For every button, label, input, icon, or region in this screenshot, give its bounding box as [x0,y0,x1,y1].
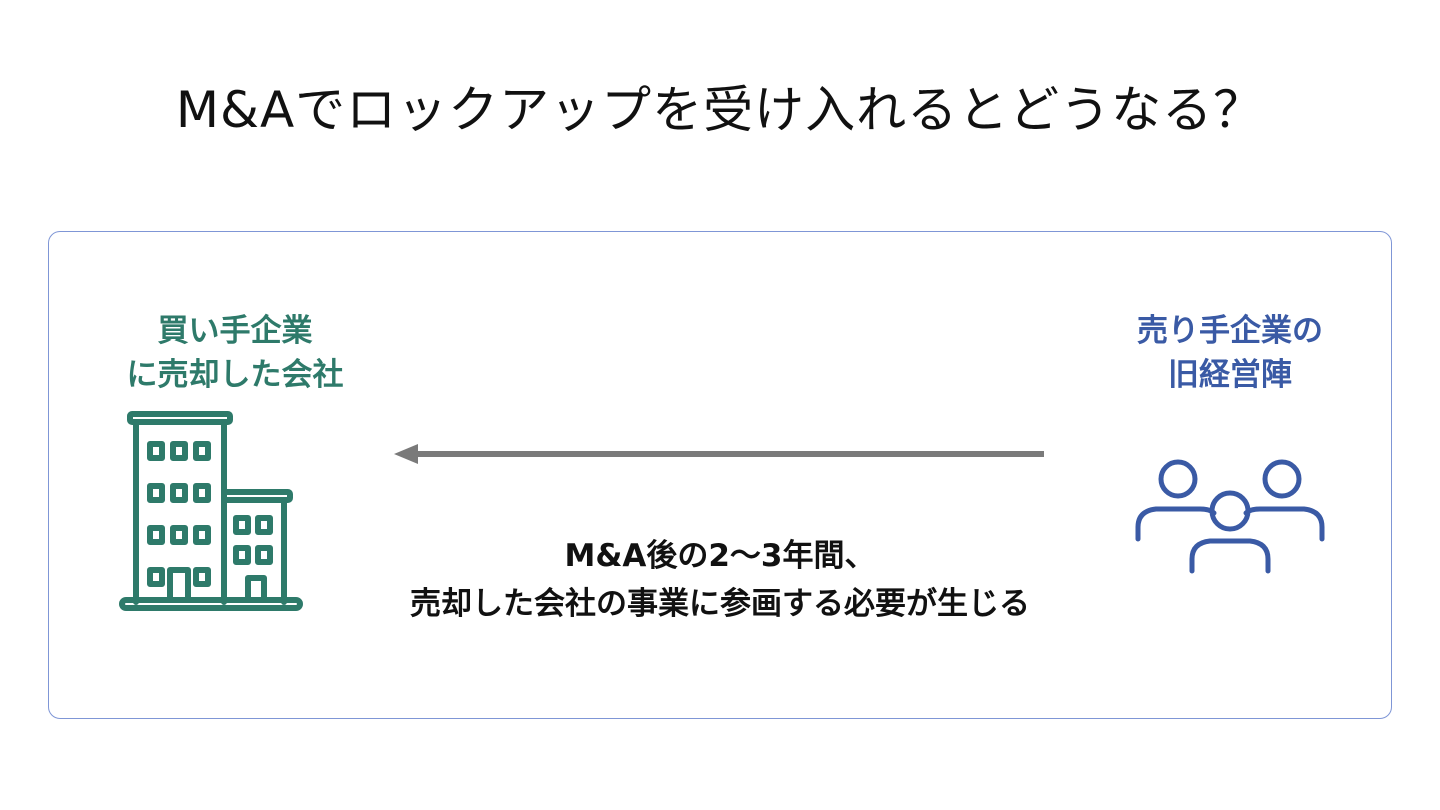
caption-line1: M&A後の2〜3年間、 [564,538,876,574]
seller-label-line1: 売り手企業の [1137,313,1323,349]
people-icon [1135,459,1325,574]
diagram-panel [48,231,1392,719]
page-title: M&Aでロックアップを受け入れるとどうなる？ [175,81,1265,139]
seller-label: 売り手企業の 旧経営陣 [1080,309,1380,397]
buyer-label-line1: 買い手企業 [157,313,313,349]
caption: M&A後の2〜3年間、 売却した会社の事業に参画する必要が生じる [230,532,1210,628]
buyer-label-line2: に売却した会社 [126,357,344,393]
caption-line2: 売却した会社の事業に参画する必要が生じる [410,586,1030,622]
building-icon [119,411,303,611]
buyer-label: 買い手企業 に売却した会社 [70,309,400,397]
seller-label-line2: 旧経営陣 [1168,357,1292,393]
left-arrow [394,444,1044,464]
